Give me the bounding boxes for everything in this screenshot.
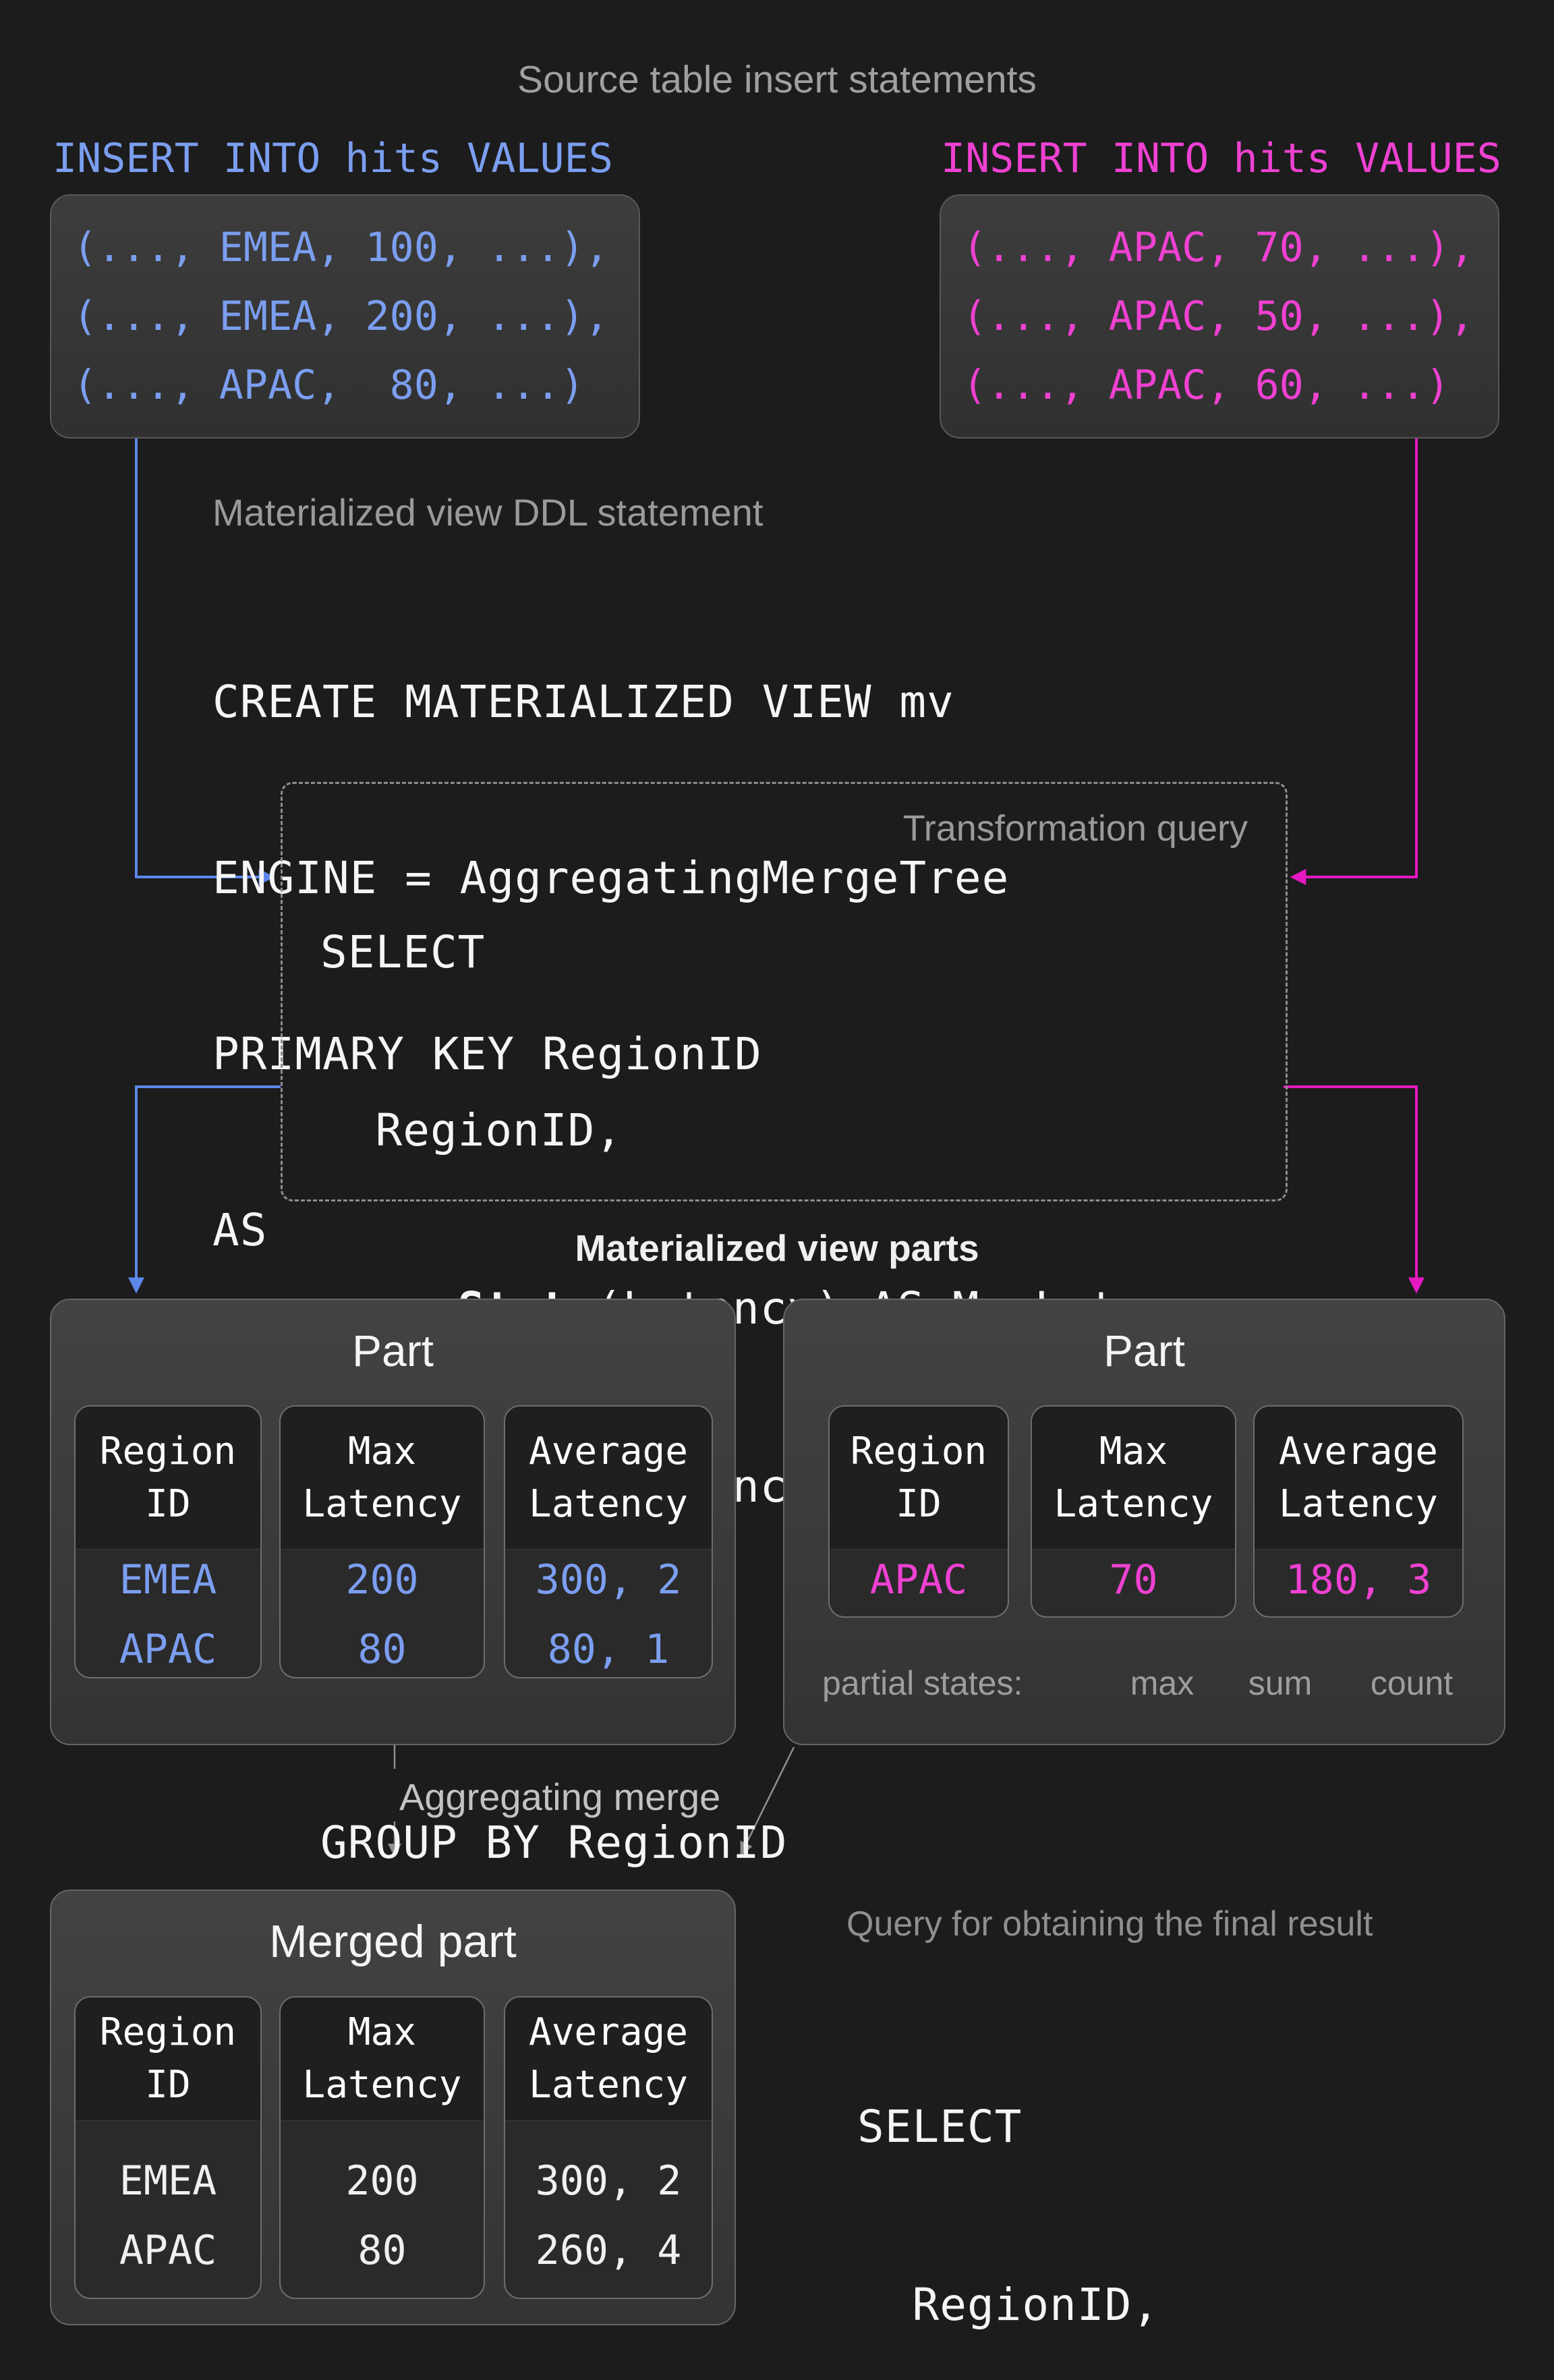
cell-value: 80 (357, 1626, 407, 1673)
cell-value: 200 (345, 2157, 419, 2205)
ddl-label: Materialized view DDL statement (212, 491, 764, 534)
tq-line-groupby: GROUP BY RegionID (320, 1817, 788, 1869)
column-max-latency: Max Latency 70 (1031, 1405, 1236, 1618)
insert-values-box-left: (..., EMEA, 100, ...), (..., EMEA, 200, … (50, 194, 640, 438)
partial-state-count: count (1370, 1664, 1454, 1702)
cell-value: APAC (119, 2227, 217, 2274)
column-header: Average Latency (505, 1407, 712, 1550)
insert-values-box-right: (..., APAC, 70, ...), (..., APAC, 50, ..… (940, 194, 1499, 438)
column-average-latency: Average Latency 180, 3 (1253, 1405, 1464, 1618)
insert-statement-right: INSERT INTO hits VALUES (941, 135, 1501, 182)
merged-part-title: Merged part (269, 1916, 517, 1967)
transformation-query-box: Transformation query SELECT RegionID, ma… (281, 782, 1288, 1869)
column-header: Region ID (830, 1407, 1008, 1550)
insert-row: (..., APAC, 70, ...), (962, 224, 1474, 271)
cell-value: 200 (345, 1556, 419, 1604)
column-header: Max Latency (281, 1407, 484, 1550)
cell-value: EMEA (119, 2157, 217, 2205)
column-average-latency: Average Latency 300, 2 260, 4 (504, 1996, 713, 2299)
column-header: Region ID (76, 1998, 260, 2121)
cell-value: 70 (1109, 1556, 1158, 1604)
cell-value: APAC (869, 1556, 968, 1604)
column-header: Max Latency (281, 1998, 484, 2121)
mv-parts-title: Materialized view parts (575, 1227, 979, 1269)
cell-value: 300, 2 (535, 2157, 682, 2205)
fq-line-regionid: RegionID, (857, 2279, 1160, 2331)
partial-states-label: partial states: (822, 1664, 1023, 1702)
cell-value: APAC (119, 1626, 217, 1673)
column-header: Max Latency (1032, 1407, 1235, 1550)
partial-state-max: max (1130, 1664, 1195, 1702)
column-region-id: Region ID EMEA APAC (74, 1996, 262, 2299)
arrow-right-insert-to-query (1290, 437, 1418, 885)
column-region-id: Region ID EMEA APAC (74, 1405, 262, 1678)
ddl-line: CREATE MATERIALIZED VIEW mv (212, 676, 954, 728)
part-box-left: Part Region ID EMEA APAC Max Latency 200… (50, 1299, 736, 1745)
insert-row: (..., EMEA, 200, ...), (73, 293, 609, 340)
insert-row: (..., APAC, 50, ...), (962, 293, 1474, 340)
column-header: Average Latency (1255, 1407, 1462, 1550)
part-title: Part (351, 1326, 434, 1376)
merged-part-box: Merged part Region ID EMEA APAC Max Late… (50, 1890, 736, 2325)
column-max-latency: Max Latency 200 80 (279, 1405, 485, 1678)
cell-value: 180, 3 (1285, 1556, 1432, 1604)
insert-statement-left: INSERT INTO hits VALUES (53, 135, 613, 182)
ddl-code: CREATE MATERIALIZED VIEW mv ENGINE = Agg… (212, 555, 1009, 1377)
ddl-line: AS (212, 1204, 268, 1256)
cell-value: 80, 1 (547, 1626, 670, 1673)
tq-line-select: SELECT (320, 926, 486, 978)
insert-row: (..., APAC, 80, ...) (73, 362, 585, 409)
source-inserts-title: Source table insert statements (517, 58, 1037, 101)
part-box-right: Part Region ID APAC Max Latency 70 Avera… (783, 1299, 1505, 1745)
partial-state-sum: sum (1248, 1664, 1313, 1702)
ddl-line: PRIMARY KEY RegionID (212, 1028, 762, 1080)
tq-line-regionid: RegionID, (320, 1104, 623, 1156)
column-max-latency: Max Latency 200 80 (279, 1996, 485, 2299)
column-header: Average Latency (505, 1998, 712, 2121)
ddl-line: ENGINE = AggregatingMergeTree (212, 852, 1010, 904)
insert-row: (..., APAC, 60, ...) (962, 362, 1450, 409)
cell-value: 260, 4 (535, 2227, 682, 2274)
final-query-label: Query for obtaining the final result (846, 1904, 1373, 1944)
transformation-query-label: Transformation query (902, 808, 1248, 849)
aggregating-merge-label: Aggregating merge (399, 1776, 721, 1818)
cell-value: 80 (357, 2227, 407, 2274)
column-region-id: Region ID APAC (828, 1405, 1009, 1618)
fq-line-select: SELECT (857, 2101, 1023, 2153)
cell-value: EMEA (119, 1556, 217, 1604)
column-average-latency: Average Latency 300, 2 80, 1 (504, 1405, 713, 1678)
cell-value: 300, 2 (535, 1556, 682, 1604)
part-title: Part (1103, 1326, 1186, 1376)
insert-row: (..., EMEA, 100, ...), (73, 224, 609, 271)
column-header: Region ID (76, 1407, 260, 1550)
